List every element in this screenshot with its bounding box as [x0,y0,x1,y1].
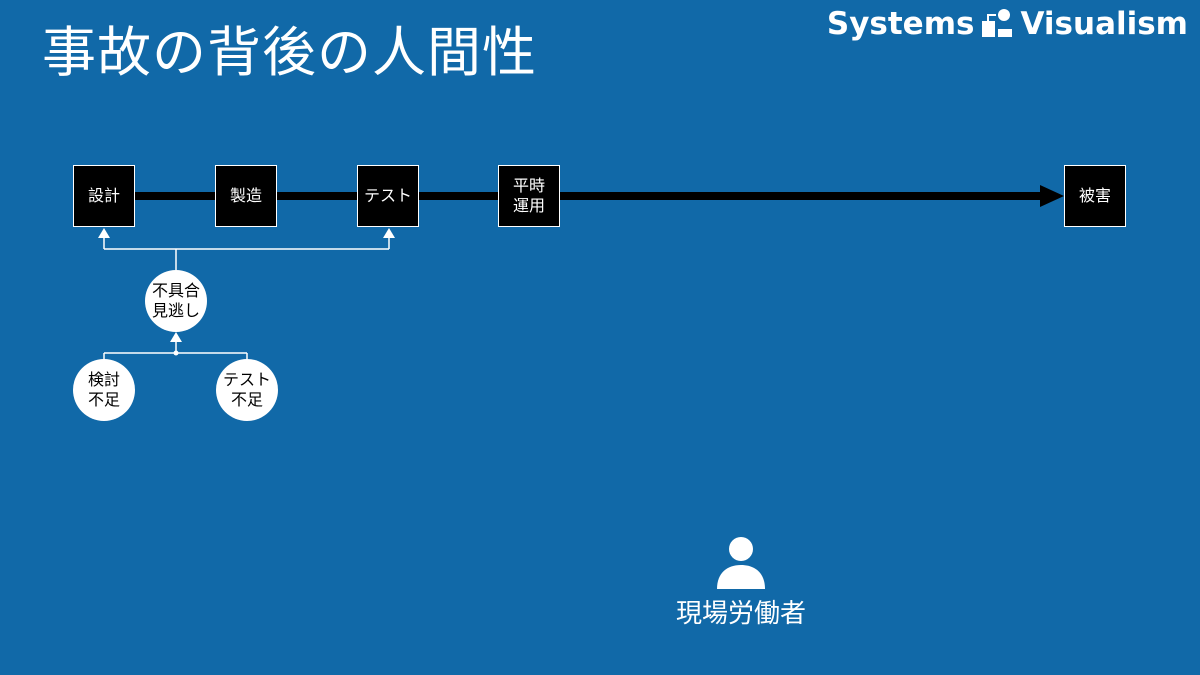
person-icon [717,537,765,589]
brand-name-left: Systems [826,6,975,42]
cause-insufficient-test: テスト 不足 [216,359,278,421]
worker-figure: 現場労働者 [666,535,816,630]
stage-operation: 平時 運用 [498,165,560,227]
timeline-arrowhead [1040,185,1064,207]
brand-logo: Systems Visualism [827,6,1188,42]
puzzle-logo-icon [982,9,1013,37]
stage-damage: 被害 [1064,165,1126,227]
arrowhead-test [383,228,395,238]
cause-insufficient-review: 検討 不足 [73,359,135,421]
arrowhead-design [98,228,110,238]
stage-test: テスト [357,165,419,227]
arrowhead-defect [170,332,182,342]
brand-name-right: Visualism [1020,6,1188,42]
cause-defect-missed: 不具合 見逃し [145,270,207,332]
junction-dot [173,350,179,356]
worker-label: 現場労働者 [675,599,806,629]
stage-design: 設計 [73,165,135,227]
page-title: 事故の背後の人間性 [42,21,537,84]
stage-manufacture: 製造 [215,165,277,227]
